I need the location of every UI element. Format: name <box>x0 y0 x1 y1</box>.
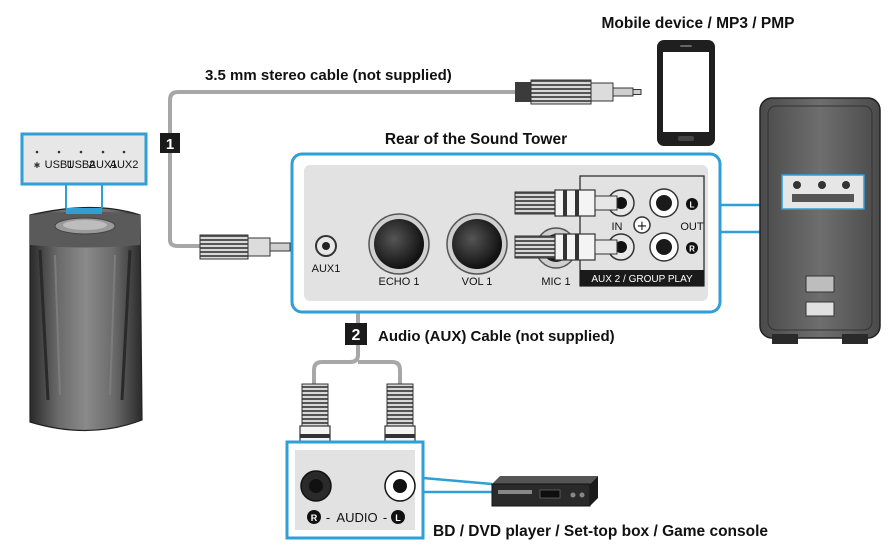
stereo-plug-icon <box>515 79 642 105</box>
audio-dash-right: - <box>383 510 387 525</box>
in-label: IN <box>612 221 623 233</box>
speaker-icon <box>29 206 143 432</box>
vol-label: VOL 1 <box>462 276 493 288</box>
svg-text:1: 1 <box>166 136 174 153</box>
step-1-badge: 1 <box>160 133 180 153</box>
mic-label: MIC 1 <box>541 276 570 288</box>
audio-l-mark: L <box>395 513 401 523</box>
audio-r-mark: R <box>311 513 318 523</box>
audio-dash-left: - <box>326 510 330 525</box>
audio-label: AUDIO <box>336 510 377 525</box>
bd-player-label: BD / DVD player / Set-top box / Game con… <box>433 523 768 540</box>
r-mark: R <box>689 245 695 254</box>
link-icon <box>633 216 651 234</box>
group-play-label: AUX 2 / GROUP PLAY <box>591 274 693 285</box>
aux-cable-label: Audio (AUX) Cable (not supplied) <box>378 328 615 345</box>
svg-text:2: 2 <box>352 327 361 344</box>
aux1-label: AUX1 <box>312 263 341 275</box>
stereo-cable-line <box>168 90 515 248</box>
echo-knob <box>368 213 430 275</box>
rear-panel: AUX1 ECHO 1 VOL 1 MIC 1 AUX 2 / GROUP PL… <box>290 152 722 314</box>
mobile-device-label: Mobile device / MP3 / PMP <box>602 15 795 32</box>
out-label: OUT <box>680 221 704 233</box>
player-audio-panel: R - AUDIO - L <box>285 440 425 540</box>
top-panel-usb1: USB1 <box>45 159 74 171</box>
player-zoom-lines <box>422 476 493 494</box>
rca-plug-icon <box>514 233 618 261</box>
top-panel-usb2: USB2 <box>67 159 96 171</box>
step-2-badge: 2 <box>345 323 367 345</box>
speaker-icon <box>759 97 881 344</box>
phone-icon <box>657 40 715 146</box>
top-panel-dots <box>35 150 126 154</box>
top-panel-aux2: AUX2 <box>110 159 139 171</box>
bluetooth-icon: ✱ <box>34 161 41 170</box>
rca-plug-icon <box>514 189 618 217</box>
echo-label: ECHO 1 <box>379 276 420 288</box>
svg-text:+: + <box>637 219 648 234</box>
rear-title: Rear of the Sound Tower <box>385 131 567 148</box>
aux2-group: AUX 2 / GROUP PLAY IN + OUT L R <box>579 175 705 287</box>
vol-knob <box>446 213 508 275</box>
top-panel-zoom: ✱ USB1 USB2 AUX1 AUX2 <box>20 132 148 208</box>
rear-zoom-lines <box>720 203 760 234</box>
dvd-player-icon <box>491 476 598 507</box>
stereo-plug-icon <box>199 234 303 260</box>
l-mark: L <box>690 201 695 210</box>
top-panel-aux1: AUX1 <box>89 159 118 171</box>
stereo-cable-label: 3.5 mm stereo cable (not supplied) <box>205 67 452 84</box>
